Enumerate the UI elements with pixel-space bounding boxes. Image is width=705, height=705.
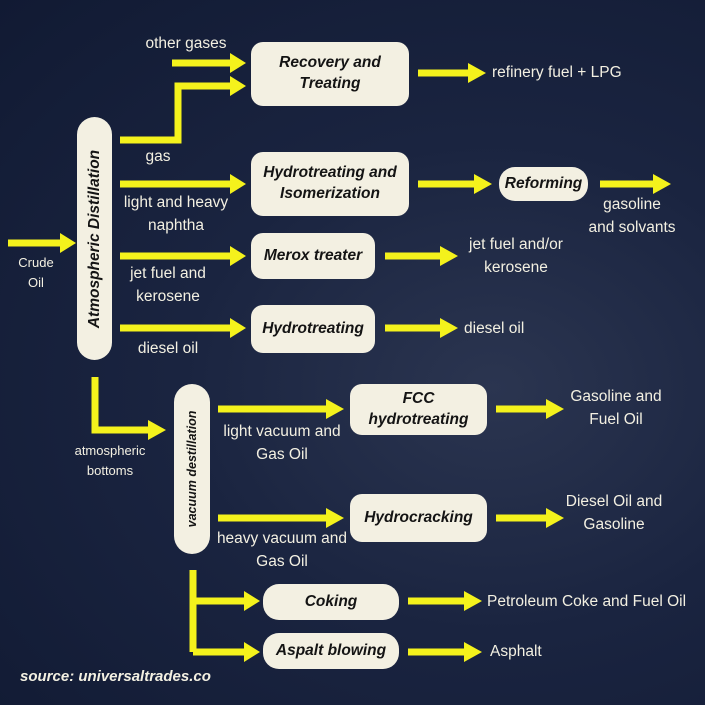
source-credit: source: universaltrades.co [20,668,211,685]
jet-fuel-kerosene-output-label: jet fuel and/or kerosene [469,236,563,277]
arrowhead [244,642,260,662]
crude-oil-label: Crude Oil [18,255,54,290]
gas-label: gas [145,148,171,165]
gasoline-fuel-oil-label: Gasoline and Fuel Oil [570,388,662,429]
arrowhead [326,399,344,419]
arrowhead [464,642,482,662]
arrowhead [60,233,76,253]
reforming-node: Reforming [499,167,588,201]
arrowhead [546,508,564,528]
other-gases-label: other gases [145,35,227,52]
asphalt-blowing-node: Aspalt blowing [263,633,399,669]
diesel-oil-output-label: diesel oil [464,320,525,337]
petroleum-coke-fuel-oil-label: Petroleum Coke and Fuel Oil [487,593,687,610]
jet-fuel-kerosene-input-label: jet fuel and kerosene [130,265,206,306]
atmospheric-distillation-node: Atmospheric Distillation [77,117,112,360]
vacuum-distillation-label: vacuum destillation [185,410,199,528]
fcc-hydrotreating-node: FCC hydrotreating [350,384,487,435]
arrowhead [326,508,344,528]
diesel-oil-gasoline-label: Diesel Oil and Gasoline [565,493,663,534]
arrowhead [440,318,458,338]
arrowhead [230,246,246,266]
refinery-fuel-lpg-label: refinery fuel + LPG [492,64,622,81]
arrowhead [474,174,492,194]
merox-treater-node: Merox treater [251,233,375,279]
hydrocracking-node: Hydrocracking [350,494,487,542]
arrowhead [230,174,246,194]
recovery-treating-node: Recovery and Treating [251,42,409,106]
coking-node: Coking [263,584,399,620]
arrow-atm-bottoms [91,377,150,434]
vacuum-distillation-node: vacuum destillation [174,384,210,554]
arrowhead [464,591,482,611]
asphalt-label: Asphalt [490,643,542,660]
arrowhead [230,76,246,96]
heavy-vacuum-gas-oil-label: heavy vacuum and Gas Oil [216,530,348,571]
arrowhead [653,174,671,194]
arrowhead [468,63,486,83]
light-vacuum-gas-oil-label: light vacuum and Gas Oil [223,423,341,464]
arrowhead [440,246,458,266]
gasoline-solvants-label: gasoline and solvants [588,196,676,237]
arrowhead [546,399,564,419]
diesel-oil-input-label: diesel oil [137,340,199,357]
hydrotreating-isomerization-node: Hydrotreating and Isomerization [251,152,409,216]
naphtha-label: light and heavy naphtha [123,194,229,235]
atmospheric-distillation-label: Atmospheric Distillation [85,149,103,328]
atmospheric-bottoms-label: atmospheric bottoms [74,443,146,478]
hydrotreating-node: Hydrotreating [251,305,375,353]
arrowhead [230,53,246,73]
arrowhead [230,318,246,338]
arrowhead [244,591,260,611]
arrow-gas [120,82,232,144]
arrowhead [148,420,166,440]
